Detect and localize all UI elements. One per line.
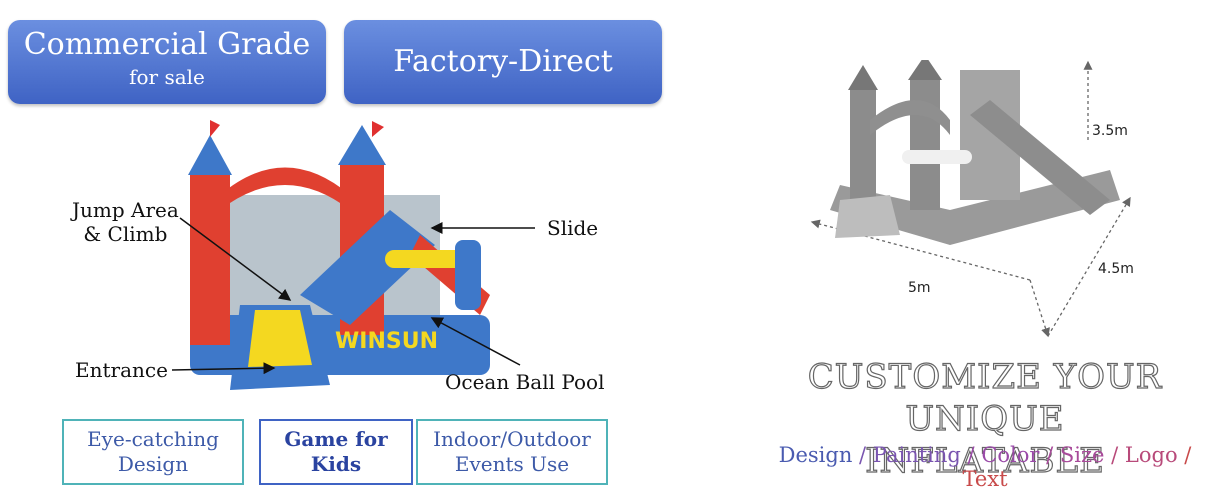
customization-options: Design / Painting / Color / Size / Logo …: [760, 443, 1210, 491]
option-separator: /: [960, 443, 982, 467]
feature-line1: Game for: [284, 427, 388, 451]
customize-heading-line2: INFLATABLE: [864, 440, 1105, 481]
jump-area-line1: Jump Area: [72, 198, 179, 222]
commercial-grade-title: Commercial Grade: [23, 27, 311, 62]
height-dimension-label: 3.5m: [1092, 123, 1128, 139]
customize-heading: CUSTOMIZE YOUR UNIQUE INFLATABLE: [760, 356, 1210, 482]
option-text: Text: [962, 467, 1008, 491]
option-design: Design: [778, 443, 853, 467]
option-size: Size: [1059, 443, 1105, 467]
factory-direct-title: Factory-Direct: [393, 44, 613, 79]
flag-icon: [210, 120, 220, 137]
feature-line2: Kids: [310, 452, 362, 476]
flag-icon: [372, 121, 384, 137]
ocean-ball-pool-label: Ocean Ball Pool: [445, 370, 605, 394]
logo-text: WINSUN: [335, 329, 438, 354]
factory-direct-badge: Factory-Direct: [344, 20, 662, 104]
bounce-house-illustration: WINSUN: [188, 120, 490, 390]
jump-area-line2: & Climb: [83, 222, 168, 246]
option-separator: /: [1104, 443, 1125, 467]
width-dimension-label: 5m: [908, 280, 931, 296]
depth-dimension-label: 4.5m: [1098, 261, 1134, 277]
entrance-label: Entrance: [75, 358, 168, 382]
option-logo: Logo: [1124, 443, 1178, 467]
commercial-grade-badge: Commercial Grade for sale: [8, 20, 326, 104]
customize-heading-line1: CUSTOMIZE YOUR UNIQUE: [807, 356, 1163, 439]
for-sale-subtitle: for sale: [129, 65, 205, 89]
option-separator: /: [1177, 443, 1192, 467]
feature-line2: Events Use: [454, 452, 570, 476]
feature-line2: Design: [117, 452, 189, 476]
option-separator: /: [1039, 443, 1060, 467]
feature-line1: Eye-catching: [87, 427, 219, 451]
option-separator: /: [852, 443, 873, 467]
slide-label: Slide: [547, 216, 599, 240]
grey-model-illustration: [830, 60, 1120, 245]
feature-line1: Indoor/Outdoor: [433, 427, 591, 451]
option-color: Color: [981, 443, 1040, 467]
jump-area-label: Jump Area & Climb: [72, 198, 179, 246]
option-painting: Painting: [872, 443, 961, 467]
